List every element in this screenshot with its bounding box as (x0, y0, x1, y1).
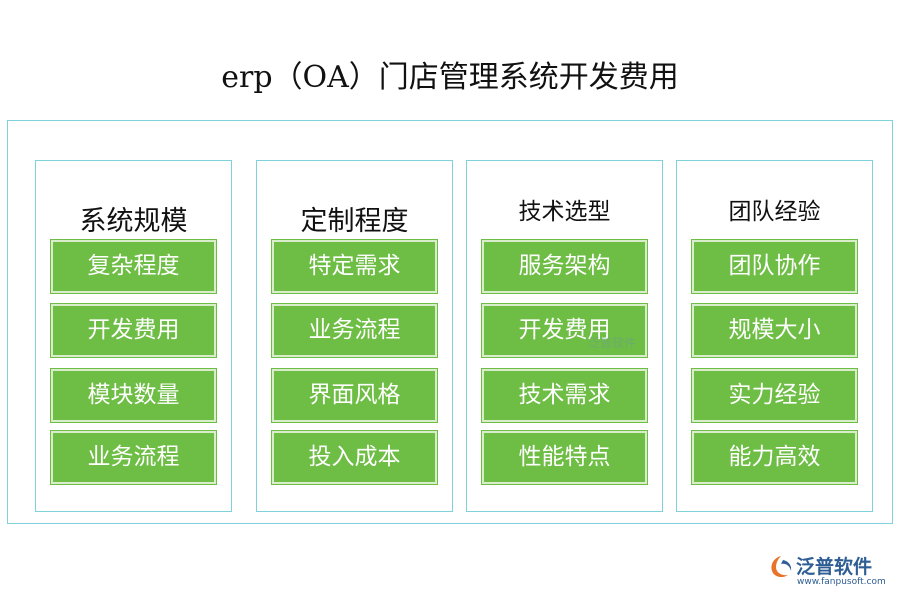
diagram-frame: 系统规模 复杂程度 开发费用 模块数量 业务流程 定制程度 特定需求 业务流程 … (7, 120, 893, 524)
column-title: 团队经验 (728, 199, 821, 225)
column-title: 技术选型 (518, 199, 611, 225)
item-box: 业务流程 (272, 304, 437, 357)
logo-icon (771, 556, 792, 578)
column-customization: 定制程度 特定需求 业务流程 界面风格 投入成本 (256, 160, 453, 512)
item-box: 规模大小 (692, 304, 857, 357)
item-box: 技术需求 (482, 369, 647, 422)
logo-url: www.fanpusoft.com (797, 577, 886, 587)
column-title: 系统规模 (79, 206, 188, 237)
watermark: 泛普软件 (588, 336, 637, 350)
item-box: 服务架构 (482, 240, 647, 293)
item-box: 能力高效 (692, 431, 857, 484)
item-box: 界面风格 (272, 369, 437, 422)
item-box: 模块数量 (51, 369, 216, 422)
column-tech-selection: 技术选型 服务架构 开发费用 技术需求 性能特点 (466, 160, 663, 512)
item-box: 性能特点 (482, 431, 647, 484)
item-box: 开发费用 (482, 304, 647, 357)
item-box: 实力经验 (692, 369, 857, 422)
column-title: 定制程度 (300, 206, 409, 237)
page-title: erp（OA）门店管理系统开发费用 (221, 60, 679, 95)
item-box: 特定需求 (272, 240, 437, 293)
item-box: 投入成本 (272, 431, 437, 484)
brand-logo: 泛普软件 www.fanpusoft.com (768, 551, 896, 593)
item-box: 团队协作 (692, 240, 857, 293)
item-box: 业务流程 (51, 431, 216, 484)
item-box: 复杂程度 (51, 240, 216, 293)
column-team-experience: 团队经验 团队协作 规模大小 实力经验 能力高效 (676, 160, 873, 512)
column-system-scale: 系统规模 复杂程度 开发费用 模块数量 业务流程 (35, 160, 232, 512)
item-box: 开发费用 (51, 304, 216, 357)
logo-name: 泛普软件 (796, 556, 873, 578)
